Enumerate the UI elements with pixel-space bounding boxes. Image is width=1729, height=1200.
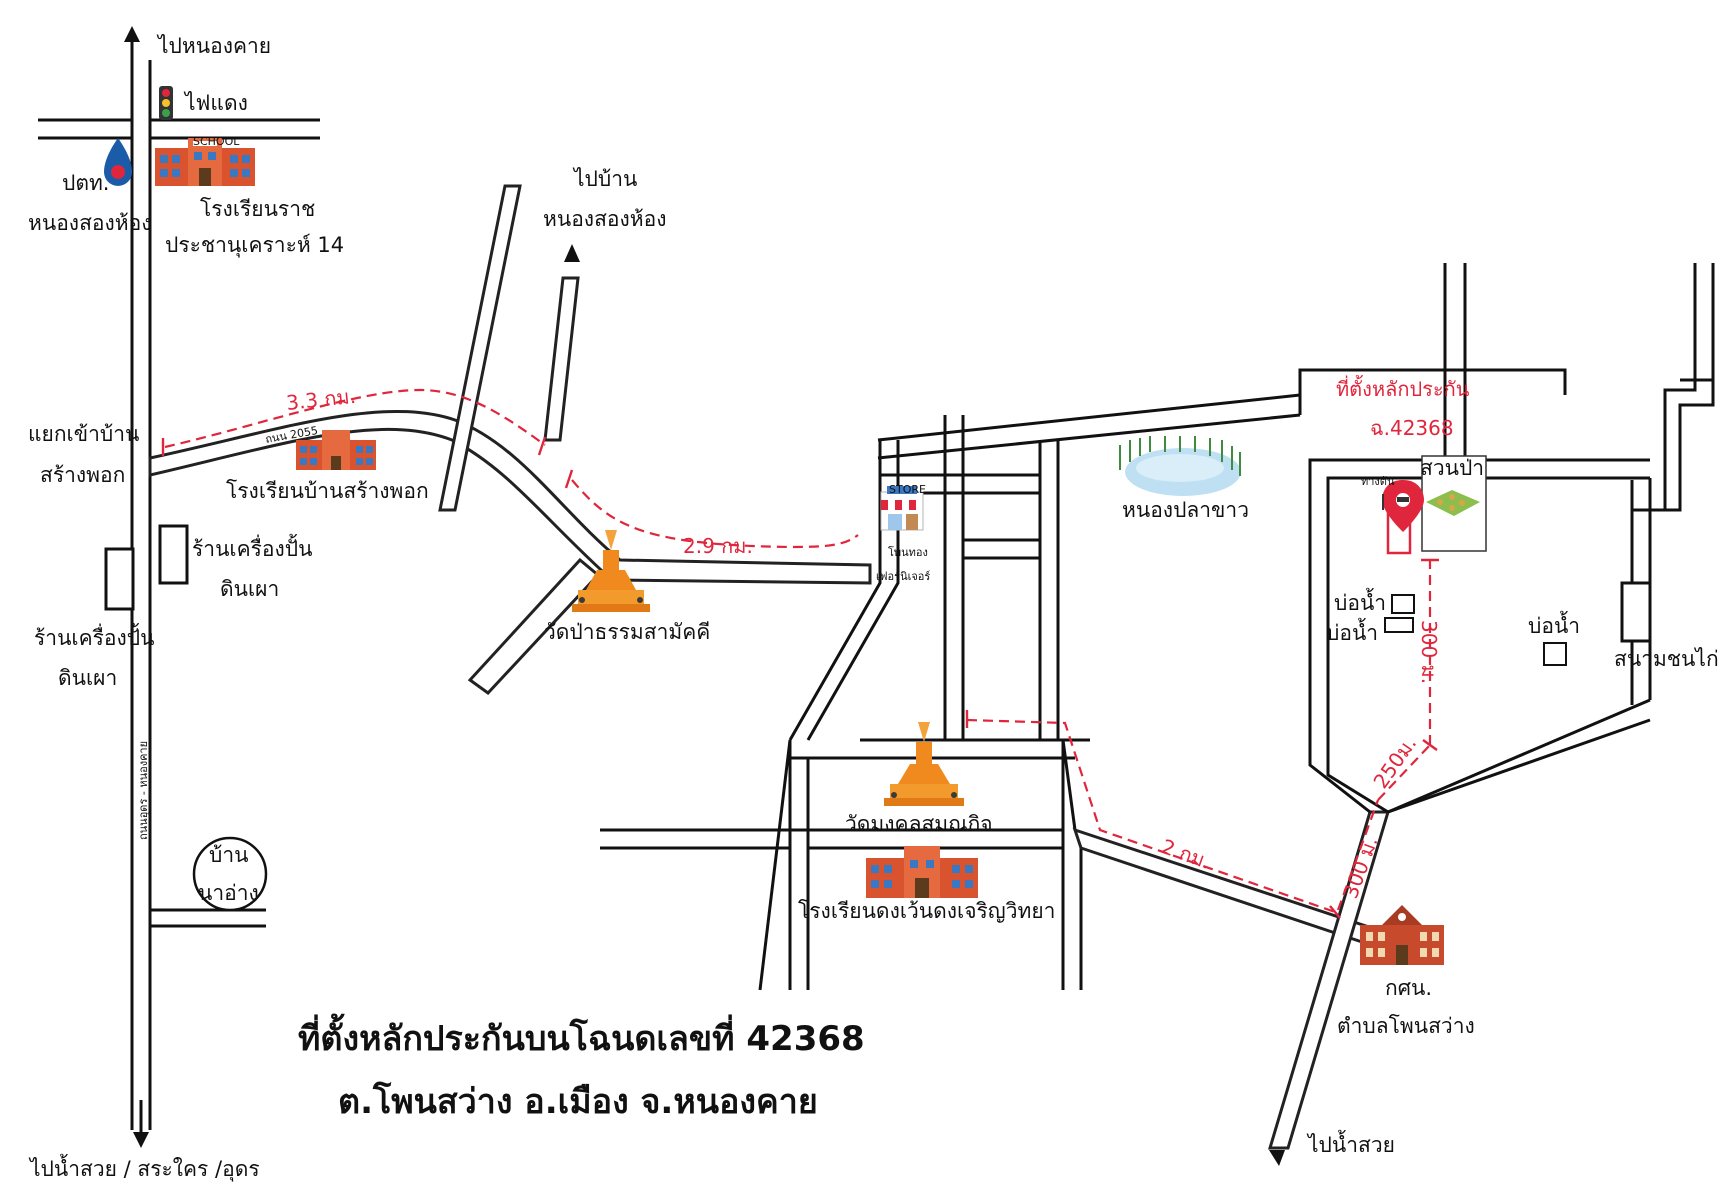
label-start-point: ทางต้น <box>1361 475 1395 488</box>
distance-line-3.3km <box>164 388 546 449</box>
road-temple-branch <box>467 557 601 695</box>
location-pin-icon <box>1382 480 1424 532</box>
road-to-nongsonghong <box>438 184 522 512</box>
pottery-shop-b-box <box>158 524 189 585</box>
road-south-namsuay <box>1267 810 1391 1150</box>
label-school-dongwen: โรงเรียนดงเว้นดงเจริญวิทยา <box>798 899 1055 923</box>
pottery-shop-a-box <box>104 547 135 611</box>
label-distance-2.9km: 2.9 กม. <box>683 534 753 558</box>
grid-road-1 <box>788 440 882 741</box>
garden-icon <box>1426 490 1480 516</box>
temple-pa-icon <box>572 530 650 612</box>
distance-line-300m-a <box>1336 799 1380 911</box>
label-south: ไปน้ำสวย / สระใคร /อุดร <box>28 1154 260 1182</box>
label-vertical-road: ถนนอุดร - หนองคาย <box>137 741 150 840</box>
well-3-box <box>1543 642 1567 666</box>
distance-line-2km <box>966 718 1336 914</box>
label-pottery-b-2: ดินเผา <box>220 577 279 601</box>
label-store-sign: STORE <box>889 483 926 496</box>
arrow-nongsonghong-icon <box>564 244 580 262</box>
school-raj-icon <box>155 138 255 186</box>
well-1-box <box>1391 594 1415 614</box>
label-well-1: บ่อน้ำ <box>1334 588 1386 615</box>
label-garden: สวนป่า <box>1420 456 1484 480</box>
south-arrow-icon <box>133 1132 149 1148</box>
label-pottery-a-2: ดินเผา <box>58 666 117 690</box>
label-distance-3.3km: 3.3 กม. <box>285 384 357 415</box>
label-north: ไปหนองคาย <box>156 34 271 58</box>
label-well-3: บ่อน้ำ <box>1528 611 1580 638</box>
traffic-light-icon <box>159 86 173 120</box>
label-na-ang-1: บ้าน <box>209 843 248 867</box>
label-to-nongsonghong-1: ไปบ้าน <box>572 167 637 191</box>
label-distance-300m-a: 300 ม. <box>1338 833 1382 901</box>
well-2-box <box>1384 617 1414 633</box>
label-pottery-a-1: ร้านเครื่องปั้น <box>34 623 154 650</box>
label-south-east: ไปน้ำสวย <box>1306 1130 1395 1157</box>
cockfight-box <box>1620 581 1652 643</box>
label-collateral-2: ฉ.42368 <box>1370 416 1454 440</box>
label-cockfight: สนามชนไก่ <box>1614 647 1719 671</box>
pond-icon <box>1119 436 1241 496</box>
label-to-nongsonghong-2: หนองสองห้อง <box>543 207 666 231</box>
furniture-store-icon <box>880 486 924 531</box>
label-ptt-2: หนองสองห้อง <box>28 211 151 235</box>
school-sangphok-icon <box>296 430 376 470</box>
label-gorsornor-1: กศน. <box>1385 976 1432 1000</box>
map-title-line1: ที่ตั้งหลักประกันบนโฉนดเลขที่ 42368 <box>298 1013 865 1059</box>
label-traffic-light: ไฟแดง <box>183 91 248 115</box>
label-collateral-1: ที่ตั้งหลักประกัน <box>1336 375 1470 401</box>
school-dongwen-icon <box>866 846 978 898</box>
label-pottery-b-1: ร้านเครื่องปั้น <box>192 534 312 561</box>
label-temple-mongkol: วัดมงคลสมณกิจ <box>845 812 993 836</box>
label-school-raj-1: โรงเรียนราช <box>200 197 315 221</box>
label-school-sign-raj: SCHOOL <box>193 135 240 148</box>
distance-line-250m <box>1377 744 1431 801</box>
label-gorsornor-2: ตำบลโพนสว่าง <box>1337 1014 1475 1038</box>
south-east-arrow-icon <box>1269 1150 1285 1166</box>
road-2055 <box>148 409 872 585</box>
ptt-drop-icon <box>104 138 132 186</box>
distance-line-2.9km <box>571 479 859 549</box>
label-junction-1: แยกเข้าบ้าน <box>28 422 139 446</box>
label-temple-pa: วัดป่าธรรมสามัคคี <box>544 620 710 644</box>
label-school-sangphok: โรงเรียนบ้านสร้างพอก <box>226 479 429 503</box>
label-furniture-1: โพนทอง <box>888 545 928 559</box>
label-junction-2: สร้างพอก <box>40 463 125 487</box>
label-pond: หนองปลาขาว <box>1122 498 1249 522</box>
label-distance-300m-b: 300 ม. <box>1417 620 1441 684</box>
gorsornor-icon <box>1360 905 1444 965</box>
label-furniture-2: เฟอร์นิเจอร์ <box>876 570 930 583</box>
temple-mongkol-icon <box>884 722 964 806</box>
label-na-ang-2: นาอ่าง <box>198 881 259 905</box>
map-title-line2: ต.โพนสว่าง อ.เมือง จ.หนองคาย <box>338 1081 818 1122</box>
ban-na-ang-circle <box>192 836 268 912</box>
label-school-raj-2: ประชานุเคราะห์ 14 <box>165 233 344 258</box>
label-well-2: บ่อน้ำ <box>1326 618 1378 645</box>
north-arrow-icon <box>124 26 140 42</box>
label-ptt-1: ปตท. <box>62 171 110 195</box>
